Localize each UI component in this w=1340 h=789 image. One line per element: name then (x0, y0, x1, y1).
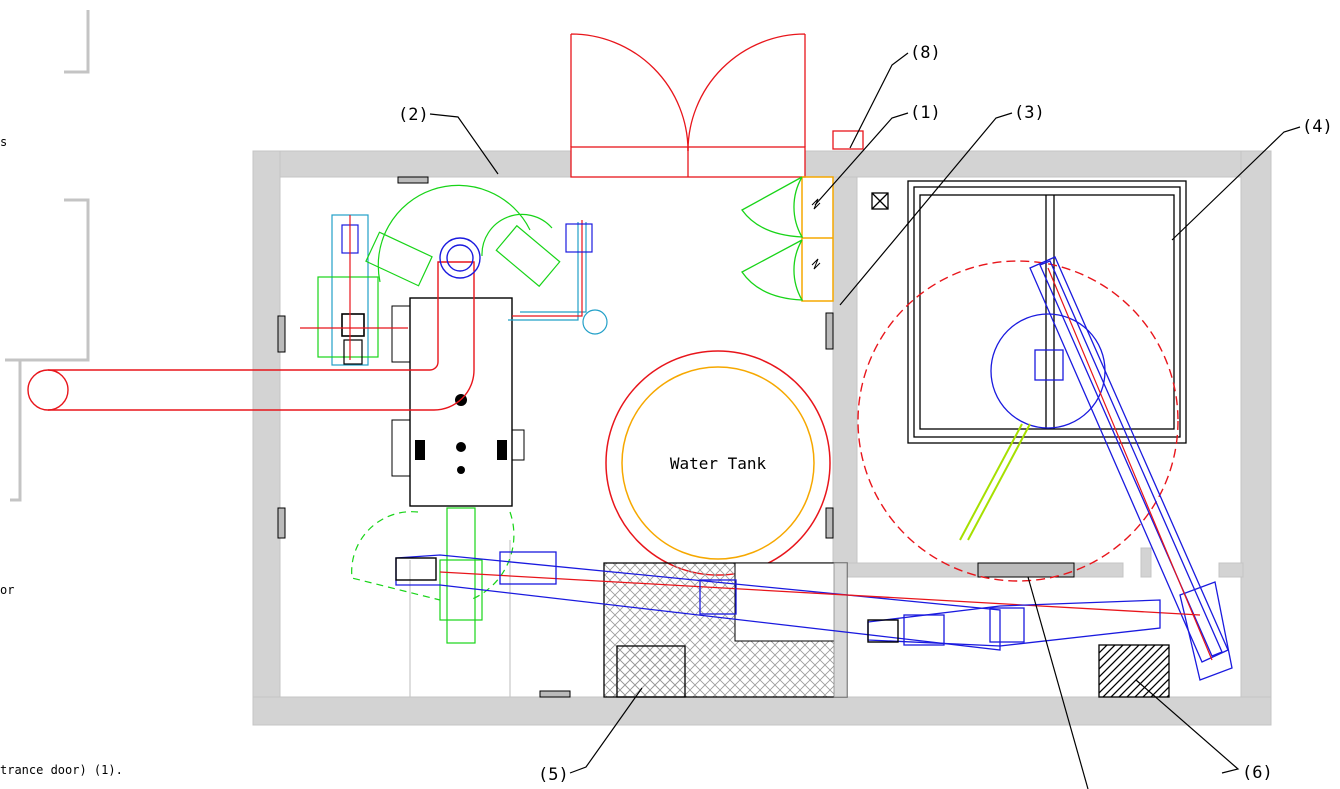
left-partial-figure (5, 10, 90, 502)
water-tank-label: Water Tank (670, 454, 767, 473)
pump-assembly (300, 214, 608, 366)
edge-texts: s or trance door) (1). (0, 135, 123, 777)
machine-block (391, 297, 525, 507)
leader-lines (429, 52, 1301, 789)
flue-elbow (439, 237, 481, 279)
callout-2: (2) (398, 105, 429, 125)
callout-8: (8) (910, 43, 941, 63)
callout-1: (1) (910, 103, 941, 123)
crane-swing (857, 260, 1179, 582)
interior-lines (409, 540, 511, 697)
building-walls (252, 150, 1272, 726)
callout-6: (6) (1242, 763, 1273, 783)
wall-fixtures (277, 176, 1075, 698)
edge-text-door: trance door) (1). (0, 763, 123, 777)
callout-5: (5) (538, 765, 569, 785)
crane-arm (1029, 256, 1233, 681)
flue-pipe (27, 261, 475, 411)
conveyor (395, 551, 1201, 651)
storage-areas (603, 562, 1170, 698)
crane-pit (871, 180, 1187, 444)
callout-4: (3) (1014, 103, 1045, 123)
entrance-door (570, 33, 864, 178)
water-tank: Water Tank (605, 350, 831, 576)
inner-door-swings (741, 176, 834, 302)
edge-text-or: or (0, 583, 14, 597)
callout-3: (4) (1302, 117, 1333, 137)
callouts: (8) (1) (3) (4) (2) (5) (6) (398, 43, 1333, 785)
edge-text-s: s (0, 135, 7, 149)
